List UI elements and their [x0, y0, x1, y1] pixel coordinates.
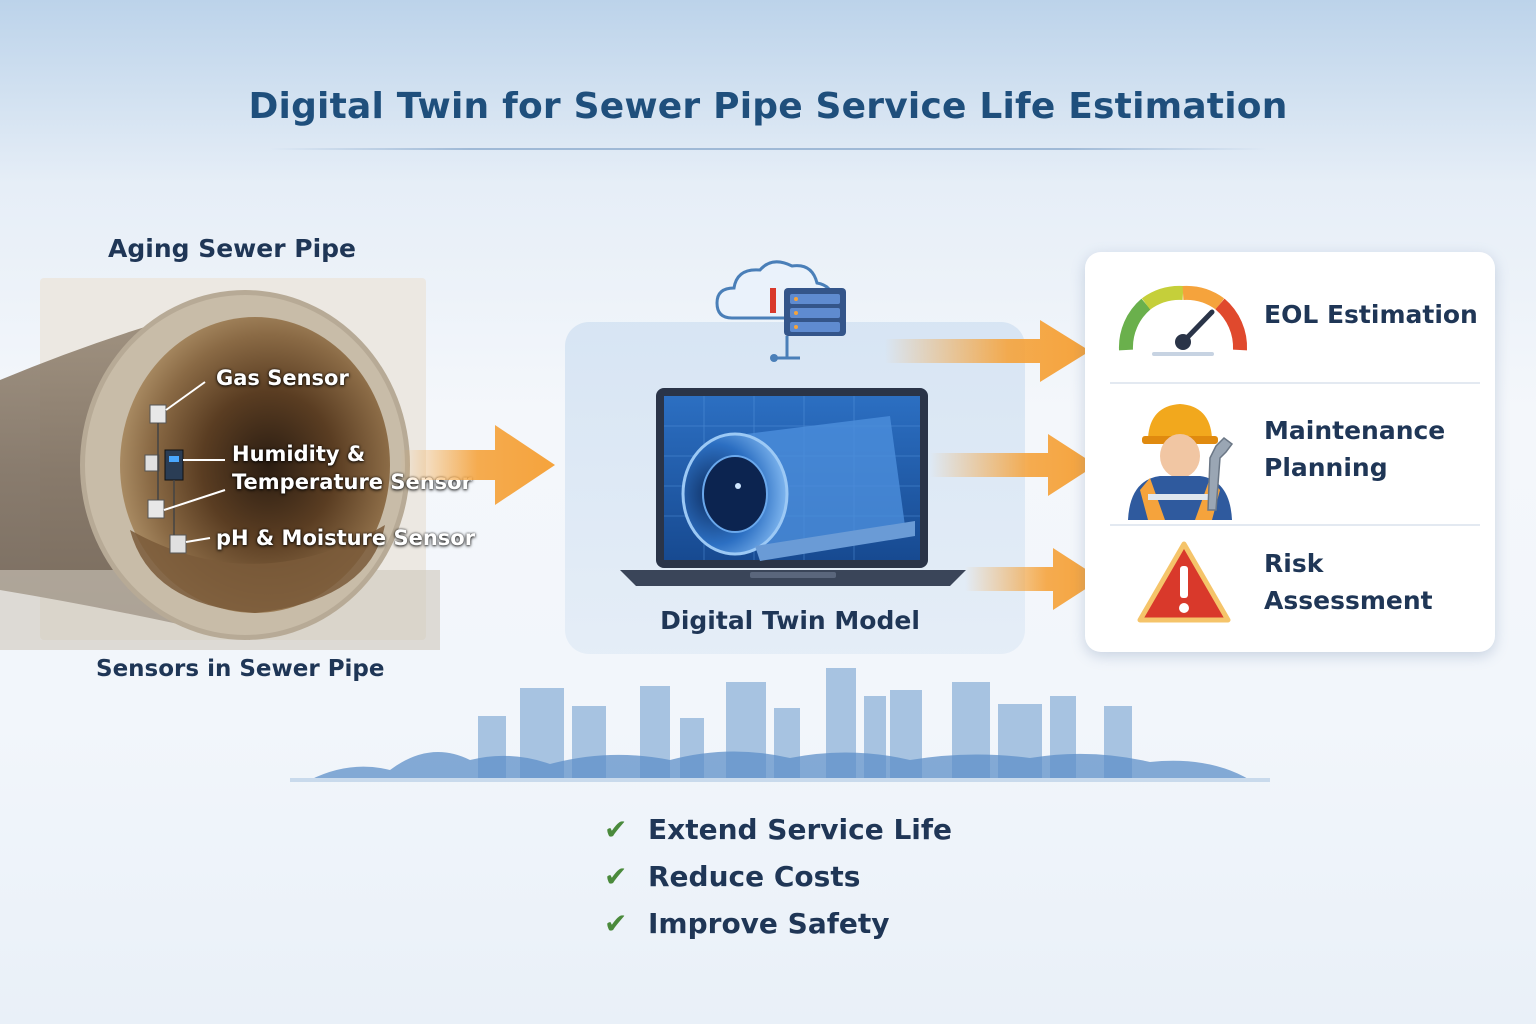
pipe-heading: Aging Sewer Pipe	[108, 234, 356, 263]
sewer-pipe-illustration	[0, 290, 440, 650]
twin-caption: Digital Twin Model	[660, 606, 920, 635]
output-risk-line2: Assessment	[1264, 586, 1433, 615]
output-risk-line1: Risk	[1264, 549, 1324, 578]
laptop-icon	[620, 388, 966, 586]
server-icon	[784, 288, 846, 336]
ph-sensor-device	[147, 499, 165, 519]
cloud-icon	[715, 260, 846, 362]
arrow-pipe-to-twin	[400, 425, 555, 505]
checkmark-icon: ✔	[604, 860, 628, 893]
output-divider	[1110, 524, 1480, 526]
title-divider	[270, 148, 1266, 150]
benefit-text: Extend Service Life	[648, 813, 953, 846]
gas-sensor-device	[149, 404, 167, 424]
humidity-sensor-device	[164, 449, 184, 481]
outputs-panel	[1085, 252, 1495, 652]
benefit-item: ✔ Extend Service Life	[604, 806, 952, 853]
warning-icon	[1137, 541, 1231, 623]
humidity-sensor-label: Humidity &	[232, 442, 366, 466]
arrow-to-maintenance	[930, 434, 1096, 496]
benefits-list: ✔ Extend Service Life ✔ Reduce Costs ✔ I…	[604, 806, 952, 947]
arrow-to-eol	[885, 320, 1090, 382]
gas-sensor-label: Gas Sensor	[216, 366, 349, 390]
output-eol-line1: EOL Estimation	[1264, 300, 1478, 329]
ph-moisture-sensor-label: pH & Moisture Sensor	[216, 526, 476, 550]
pipe-caption: Sensors in Sewer Pipe	[96, 656, 385, 682]
checkmark-icon: ✔	[604, 907, 628, 940]
output-maintenance-line1: Maintenance	[1264, 416, 1446, 445]
gauge-icon	[1118, 285, 1248, 356]
worker-icon	[1128, 404, 1234, 520]
arrow-to-risk	[965, 548, 1101, 610]
output-divider	[1110, 382, 1480, 384]
benefit-item: ✔ Improve Safety	[604, 900, 952, 947]
page-title: Digital Twin for Sewer Pipe Service Life…	[248, 86, 1288, 127]
checkmark-icon: ✔	[604, 813, 628, 846]
benefit-text: Improve Safety	[648, 907, 890, 940]
benefit-text: Reduce Costs	[648, 860, 861, 893]
benefit-item: ✔ Reduce Costs	[604, 853, 952, 900]
city-skyline	[290, 668, 1270, 782]
output-maintenance-line2: Planning	[1264, 453, 1388, 482]
